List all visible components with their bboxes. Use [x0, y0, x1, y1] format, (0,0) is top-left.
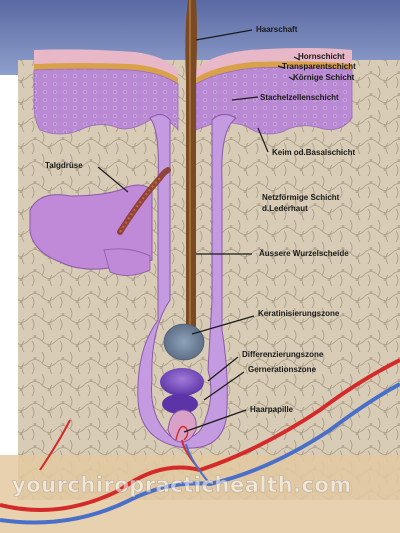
label-aeussere-wurzelscheide: Äussere Wurzelscheide [259, 249, 349, 258]
label-stachelzellenschicht: Stachelzellenschicht [260, 93, 339, 102]
label-koernige-schicht: Körnige Schicht [293, 73, 355, 82]
outer-root-sheath [137, 114, 237, 449]
label-lederhaut: d.Lederhaut [262, 204, 308, 213]
watermark: yourchiropractichealth.com [12, 473, 352, 497]
label-gernerationszone: Gernerationszone [248, 365, 317, 374]
generation-zone [162, 394, 198, 414]
granular-layer-right [196, 61, 352, 84]
label-haarschaft: Haarschaft [256, 25, 298, 34]
label-differenzierungszone: Differenzierungszone [242, 350, 324, 359]
label-hornschicht: Hornschicht [298, 52, 345, 61]
label-transparentschicht: Transparentschicht [282, 62, 356, 71]
keratinization-zone [163, 323, 205, 361]
label-talgdruese: Talgdrüse [45, 161, 83, 170]
sebaceous-gland-lobe [103, 248, 151, 276]
label-keim-basalschicht: Keim od.Basalschicht [272, 148, 355, 157]
horn-layer-right [196, 48, 352, 78]
sebaceous-gland-body [29, 184, 153, 270]
label-netzfoermige-schicht: Netzförmige Schicht [262, 193, 340, 202]
leader-lines [97, 29, 301, 433]
label-haarpapille: Haarpapille [250, 405, 294, 414]
horn-layer-left [34, 49, 178, 78]
granular-layer-left [34, 63, 178, 84]
sebaceous-duct-detail [119, 177, 161, 233]
label-keratinisierungszone: Keratinisierungszone [258, 309, 340, 318]
hair-shaft [185, 0, 197, 330]
papilla-capillary [175, 425, 189, 441]
differentiation-zone [160, 368, 204, 396]
vein-branch [185, 443, 211, 485]
